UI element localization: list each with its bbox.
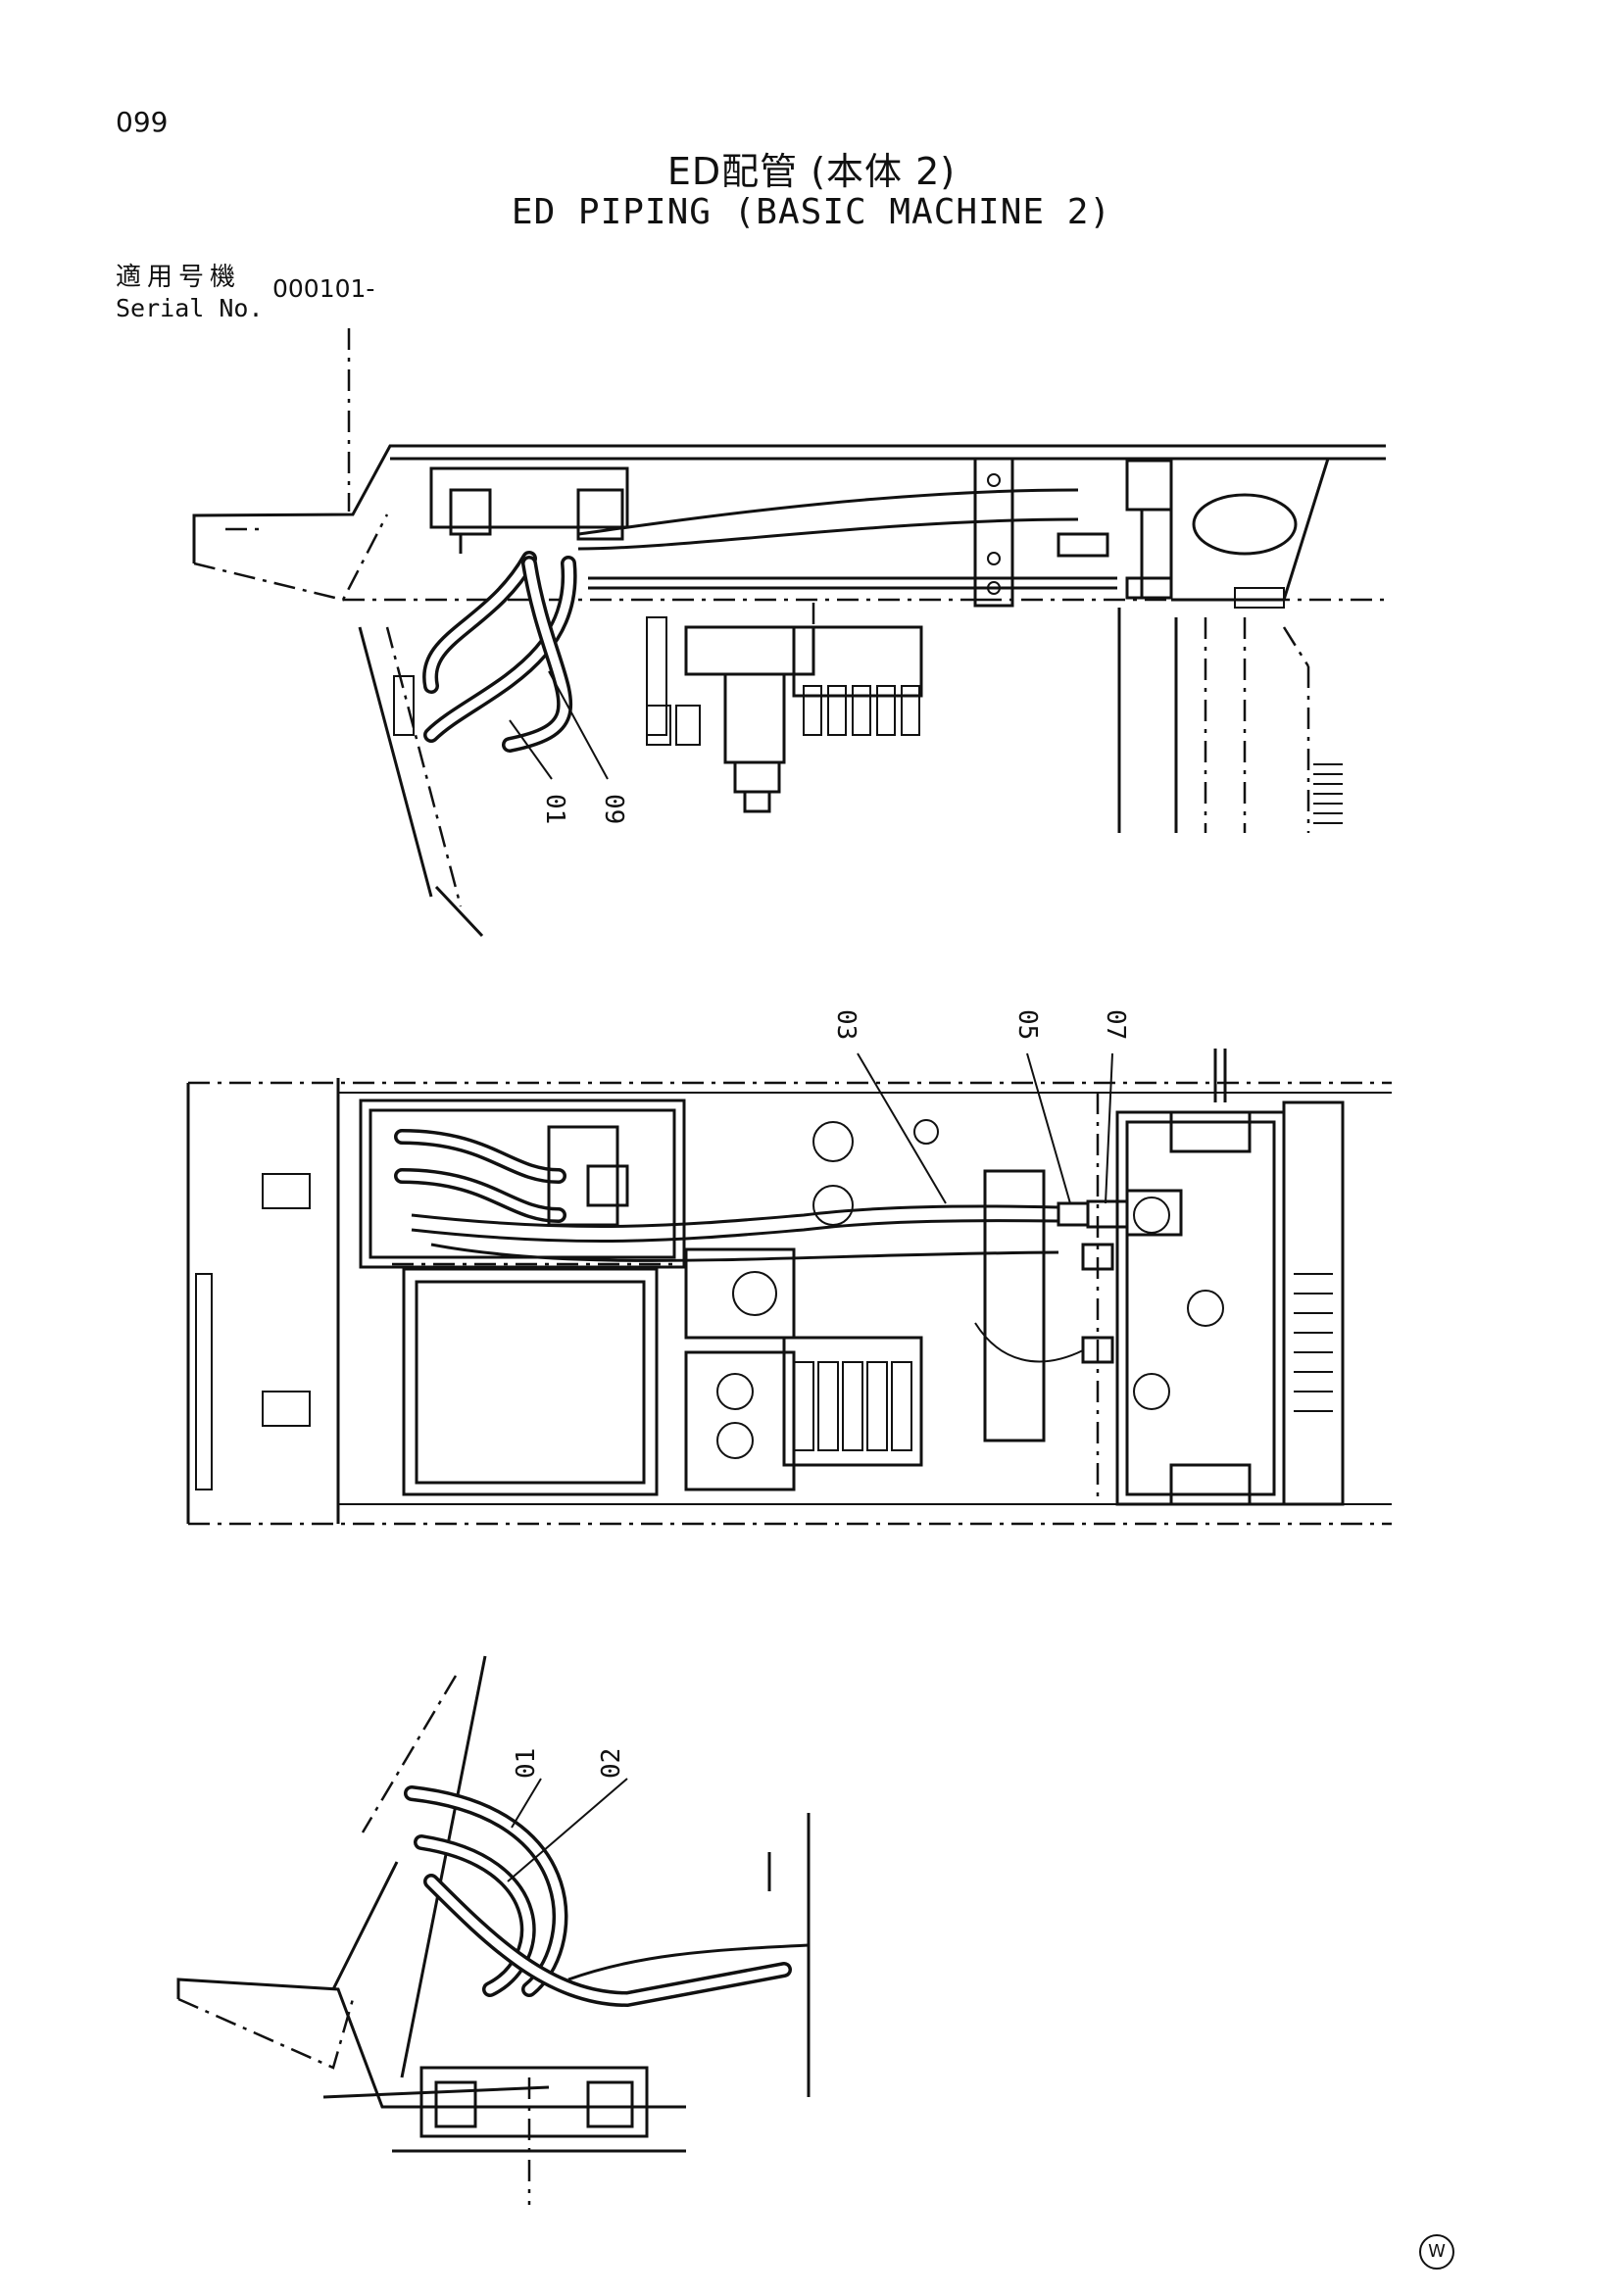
bottom-side-view: 01 02 (176, 1655, 811, 2205)
callout-middle-07: 07 (1101, 1009, 1130, 1040)
top-side-view: 01 09 (192, 328, 1386, 938)
page-number: 099 (116, 106, 169, 138)
serial-label-japanese: 適用号機 (116, 263, 242, 292)
callout-bottom-01: 01 (512, 1748, 541, 1779)
callout-bottom-02: 02 (597, 1748, 626, 1779)
radiator-core (1294, 1273, 1333, 1412)
serial-number-range: 000101- (272, 274, 375, 303)
manufacturer-mark: W (1419, 2234, 1454, 2270)
control-valve-bank (793, 1361, 912, 1451)
callout-middle-05: 05 (1012, 1009, 1042, 1040)
valve-spools (803, 685, 920, 736)
serial-label-english: Serial No. (116, 294, 264, 322)
callout-top-01: 01 (540, 794, 569, 824)
middle-plan-view: 03 05 07 (186, 1009, 1392, 1526)
page-title-japanese: ED配管 (本体 2) (666, 150, 957, 193)
callout-top-09: 09 (599, 794, 628, 824)
radiator-fins (1313, 763, 1343, 824)
page-title-english: ED PIPING (BASIC MACHINE 2) (511, 192, 1112, 232)
callout-middle-03: 03 (831, 1009, 861, 1040)
